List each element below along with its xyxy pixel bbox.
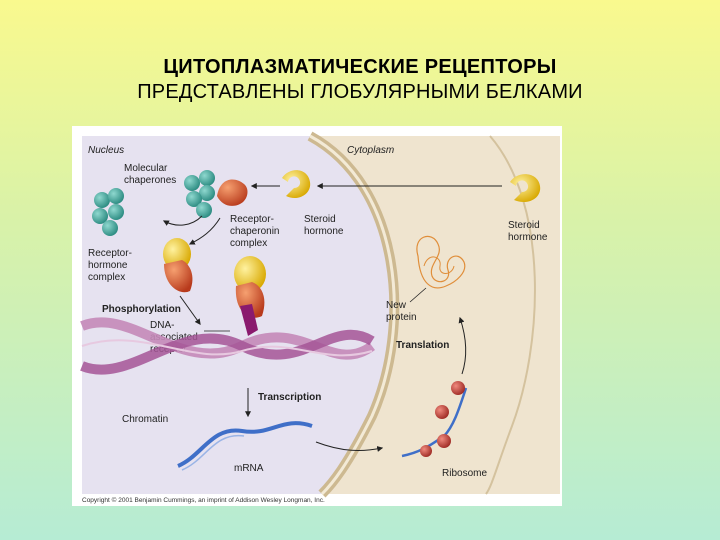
steroid-receptor-diagram: Nucleus Cytoplasm — [72, 126, 562, 506]
nucleus-region — [82, 136, 395, 494]
steroid-hormone-outer-icon — [510, 174, 541, 203]
copyright-text: Copyright © 2001 Benjamin Cummings, an i… — [82, 496, 325, 504]
mrna-icon — [177, 421, 313, 471]
receptor-hormone-complex-icon — [163, 238, 193, 293]
ribosome-label: Ribosome — [442, 468, 487, 479]
released-chaperones-icon — [92, 188, 124, 236]
cytoplasm-label: Cytoplasm — [347, 145, 394, 156]
steroid-hormone-outer-label: Steroid hormone — [508, 220, 548, 243]
transcription-label: Transcription — [258, 392, 321, 403]
new-protein-icon — [416, 235, 466, 289]
mrna-export-arrow — [315, 441, 384, 452]
mrna-label: mRNA — [234, 463, 264, 474]
steroid-hormone-inner-label: Steroid hormone — [304, 214, 344, 237]
dna-binding-arrow — [179, 295, 201, 325]
receptor-hormone-complex-label: Receptor- hormone complex — [88, 248, 135, 283]
complex-formation-arrow — [188, 217, 221, 245]
chromatin-label: Chromatin — [122, 414, 168, 425]
chromatin-dna-icon — [80, 317, 375, 375]
phosphorylated-receptor-icon — [234, 256, 266, 336]
receptor-chaperonin-complex-icon — [217, 179, 248, 206]
molecular-chaperones-label: Molecular chaperones — [124, 163, 176, 186]
steroid-hormone-inner-icon — [282, 170, 311, 199]
chaperone-release-arrow — [162, 215, 203, 226]
title-line-2: ПРЕДСТАВЛЕНЫ ГЛОБУЛЯРНЫМИ БЕЛКАМИ — [137, 81, 583, 103]
receptor-chaperonin-complex-label: Receptor- chaperonin complex — [230, 214, 282, 249]
translation-arrow — [458, 316, 467, 375]
new-protein-label: New protein — [386, 300, 417, 323]
phosphorylation-label: Phosphorylation — [102, 304, 181, 315]
title-line-1: ЦИТОПЛАЗМАТИЧЕСКИЕ РЕЦЕПТОРЫ — [163, 56, 557, 78]
nucleus-label: Nucleus — [88, 145, 124, 156]
slide-title: ЦИТОПЛАЗМАТИЧЕСКИЕ РЕЦЕПТОРЫ ПРЕДСТАВЛЕН… — [0, 56, 720, 104]
ribosome-icon — [401, 381, 468, 458]
translation-label: Translation — [396, 340, 449, 351]
molecular-chaperones-icon — [184, 170, 215, 218]
diagram-canvas: Nucleus Cytoplasm — [72, 126, 562, 506]
